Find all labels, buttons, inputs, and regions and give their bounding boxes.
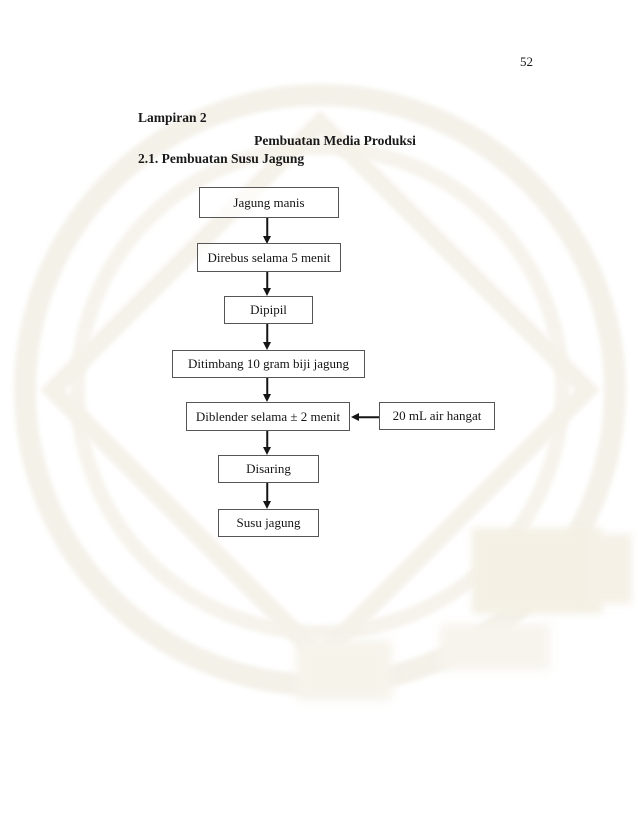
arrow-shaft [266,218,268,238]
watermark-shape [586,534,632,604]
flow-node-ditimbang: Ditimbang 10 gram biji jagung [172,350,365,378]
arrow-down-icon [262,431,272,455]
arrow-shaft [357,416,379,418]
arrow-left-icon [351,412,379,422]
arrow-head [263,394,271,402]
arrow-down-icon [262,218,272,244]
arrow-shaft [266,431,268,449]
arrow-head [351,413,359,421]
flow-node-susu-jagung: Susu jagung [218,509,319,537]
arrow-shaft [266,378,268,396]
arrow-shaft [266,272,268,290]
arrow-head [263,501,271,509]
arrow-head [263,447,271,455]
flow-node-diblender: Diblender selama ± 2 menit [186,402,350,431]
arrow-head [263,236,271,244]
subsection-heading: 2.1. Pembuatan Susu Jagung [138,151,305,166]
page-number: 52 [520,54,533,69]
flow-node-disaring: Disaring [218,455,319,483]
flow-node-direbus: Direbus selama 5 menit [197,243,341,272]
watermark-outer-ring [14,84,626,696]
watermark-shape [472,528,602,614]
arrow-down-icon [262,324,272,350]
arrow-shaft [266,324,268,344]
flow-node-dipipil: Dipipil [224,296,313,324]
watermark-shape [440,624,550,670]
arrow-down-icon [262,378,272,402]
flow-node-air-hangat: 20 mL air hangat [379,402,495,430]
watermark-shape [296,640,392,700]
arrow-down-icon [262,483,272,509]
arrow-head [263,342,271,350]
appendix-heading: Lampiran 2 [138,110,207,125]
flow-node-jagung-manis: Jagung manis [199,187,339,218]
arrow-head [263,288,271,296]
arrow-shaft [266,483,268,503]
section-title: Pembuatan Media Produksi [254,133,416,148]
arrow-down-icon [262,272,272,296]
